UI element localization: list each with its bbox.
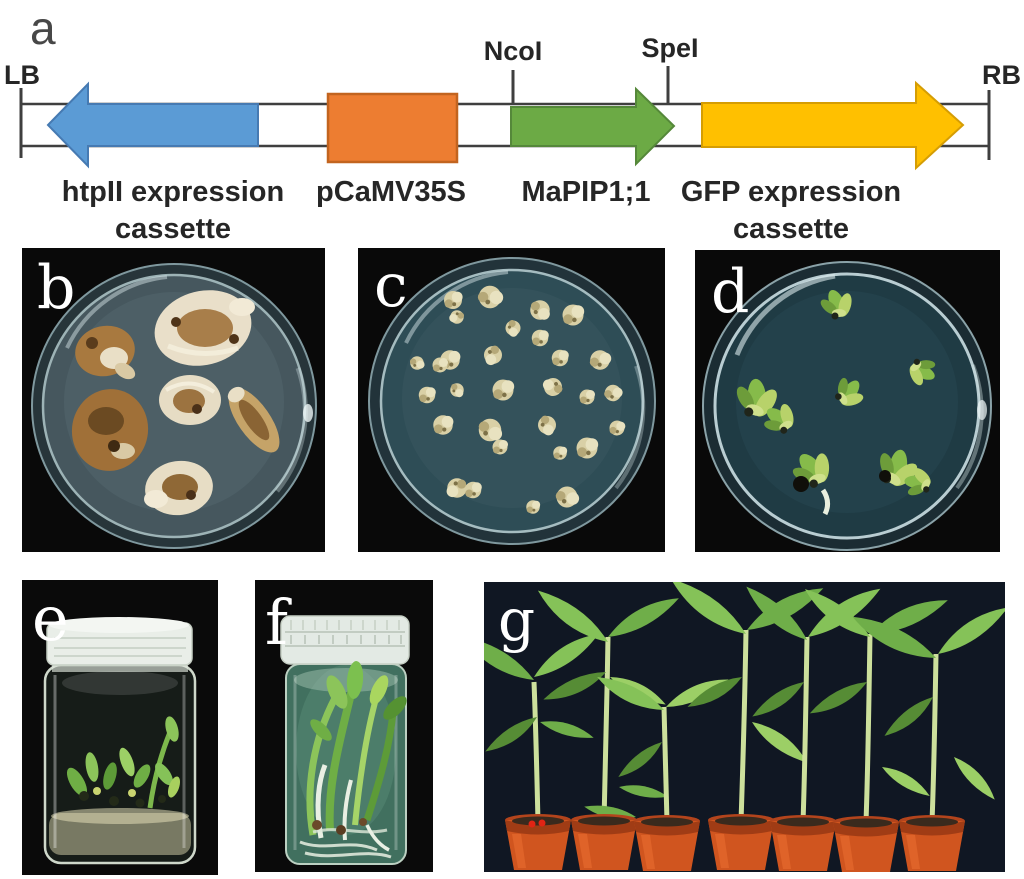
right-border-label: RB (982, 60, 1021, 90)
banana-plant (665, 582, 829, 823)
petri-dish (368, 257, 656, 545)
photo-panel-b-explants-dish: b (22, 248, 325, 552)
explant-blob (144, 460, 213, 516)
panel-a-letter: a (30, 2, 56, 54)
panel-b-letter: b (37, 253, 75, 323)
panel-c-letter: c (374, 251, 408, 321)
shoot-cluster-group (726, 287, 946, 516)
pcamv35s-label: pCaMV35S (316, 176, 466, 208)
banana-plant (583, 668, 732, 825)
photo-panel-f-rooting-jar: f (255, 580, 433, 872)
htpii-cassette-arrow (46, 81, 259, 169)
photo-panel-d-shoots-dish: d (695, 250, 1000, 552)
jar-lid (46, 617, 193, 666)
plantlet-shoots (66, 716, 181, 809)
left-border-label: LB (4, 60, 40, 90)
explant-blob (154, 290, 255, 366)
banana-plant (800, 582, 952, 823)
panel-e-letter: e (32, 582, 69, 655)
gfp-cassette-label-line2: cassette (733, 213, 849, 245)
red-marker-dot (528, 820, 536, 828)
panel-f-letter: f (265, 586, 292, 659)
banana-plant (533, 582, 684, 823)
gfp-cassette-label-line1: GFP expression (681, 176, 901, 208)
panel-g-letter: g (498, 586, 535, 654)
soil-debris (312, 820, 322, 830)
culture-medium (49, 813, 191, 855)
photo-panel-e-culture-jar: e (22, 580, 218, 875)
plantlet-leaves (306, 661, 407, 836)
explant-blob (71, 389, 149, 471)
soil-debris (336, 825, 346, 835)
soil-debris (359, 818, 367, 826)
ncoi-site-label: NcoI (484, 36, 543, 66)
culture-jar (43, 617, 197, 865)
explant-blob (75, 325, 136, 380)
mapip11-label: MaPIP1;1 (522, 176, 651, 208)
pcamv35s-promoter-box (326, 92, 459, 164)
gfp-cassette-arrow (701, 80, 965, 171)
banana-plant (848, 601, 1005, 823)
pot-row (505, 814, 965, 872)
white-shoot-tip (820, 488, 831, 516)
banana-plant (484, 627, 604, 823)
dark-tissue-spot (793, 476, 809, 492)
htpii-cassette-label-line1: htpII expression (62, 176, 284, 208)
dark-tissue-spot (879, 470, 891, 482)
culture-medium-surface (51, 808, 189, 824)
htpii-cassette-label-line2: cassette (115, 213, 231, 245)
spei-site-label: SpeI (641, 33, 698, 63)
explant-blob (227, 386, 280, 453)
photo-panel-c-calli-dish: c (358, 248, 665, 552)
culture-jar (280, 615, 410, 865)
jar-lid (280, 615, 410, 665)
mapip11-gene-arrow (510, 86, 676, 167)
panel-d-letter: d (711, 257, 749, 327)
plantlet-stems-roots (299, 764, 392, 859)
construct-map-panel-a: a LB RB NcoI SpeI htpII expression casse… (4, 2, 1021, 245)
explant-blob (159, 375, 221, 425)
photo-panel-g-potted-plants: g (484, 582, 1005, 872)
red-marker-dot (538, 819, 546, 827)
